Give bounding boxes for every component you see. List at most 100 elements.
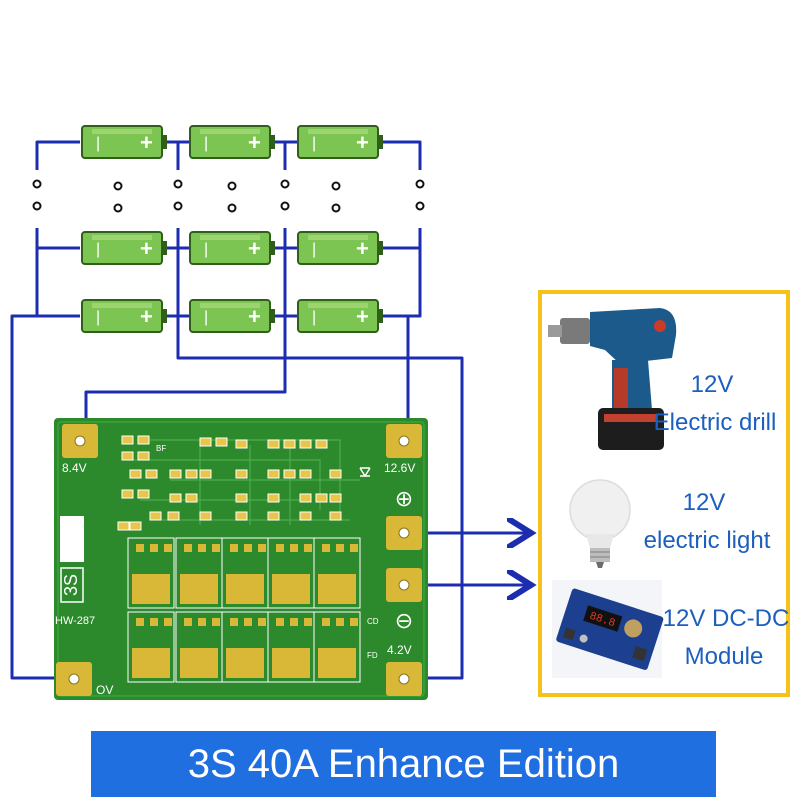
smd-component xyxy=(235,469,248,479)
smd-component xyxy=(137,489,150,499)
edition-banner: 3S 40A Enhance Edition xyxy=(91,731,716,797)
module-name: Module xyxy=(685,643,764,670)
mosfet-pin xyxy=(350,618,358,626)
mosfet-pad xyxy=(132,574,170,604)
battery-cell: |+ xyxy=(81,125,168,159)
pad-p-minus xyxy=(385,567,423,603)
smd-component xyxy=(283,469,296,479)
battery-minus-label: | xyxy=(312,241,316,258)
smd-component xyxy=(267,469,280,479)
mosfet-pin xyxy=(290,544,298,552)
diode-icon xyxy=(359,467,371,478)
light-name: electric light xyxy=(644,527,771,554)
dc-dc-module-icon: 88.8 xyxy=(552,580,664,678)
battery-minus-label: | xyxy=(96,135,100,152)
smd-component xyxy=(121,451,134,461)
board-model-label: HW-287 xyxy=(55,615,95,627)
cell-count-label: 3S xyxy=(61,574,81,596)
smd-component xyxy=(199,511,212,521)
mosfet-pin xyxy=(164,544,172,552)
battery-cell: |+ xyxy=(297,299,384,333)
mosfet-pin xyxy=(350,544,358,552)
mosfet-pin xyxy=(304,544,312,552)
mosfet-outline xyxy=(127,537,175,609)
pad-label-0v: OV xyxy=(96,683,113,697)
mosfet-pin xyxy=(258,618,266,626)
mosfet-outline xyxy=(313,537,361,609)
pad-label-12-6v: 12.6V xyxy=(384,461,415,475)
smd-component xyxy=(117,521,130,531)
mosfet-pin xyxy=(336,618,344,626)
mosfet-outline xyxy=(127,611,175,683)
mosfet-pad xyxy=(132,648,170,678)
mosfet-pin xyxy=(290,618,298,626)
smd-component xyxy=(185,493,198,503)
mosfet-pin xyxy=(150,544,158,552)
smd-component xyxy=(129,469,142,479)
pad-label-4-2v: 4.2V xyxy=(387,643,412,657)
mosfet-pin xyxy=(198,618,206,626)
battery-cell: |+ xyxy=(189,231,276,265)
mosfet-pin xyxy=(322,544,330,552)
silk-bf: BF xyxy=(156,444,166,453)
battery-minus-label: | xyxy=(204,135,208,152)
battery-plus-label: + xyxy=(248,304,261,329)
mosfet-pin xyxy=(258,544,266,552)
smd-component xyxy=(137,451,150,461)
smd-component xyxy=(299,439,312,449)
smd-component xyxy=(235,439,248,449)
mosfet-pin xyxy=(184,544,192,552)
drill-voltage: 12V xyxy=(691,371,734,398)
smd-component xyxy=(149,511,162,521)
switch-contacts xyxy=(32,179,425,213)
smd-component xyxy=(329,511,342,521)
mosfet-pin xyxy=(136,618,144,626)
battery-plus-label: + xyxy=(140,130,153,155)
battery-plus-label: + xyxy=(248,236,261,261)
battery-cell: |+ xyxy=(189,125,276,159)
battery-plus-label: + xyxy=(356,304,369,329)
mosfet-pin xyxy=(164,618,172,626)
mosfet-pin xyxy=(136,544,144,552)
mosfet-pin xyxy=(212,544,220,552)
mosfet-pin xyxy=(276,544,284,552)
plus-symbol: ⊕ xyxy=(395,486,413,511)
battery-plus-label: + xyxy=(356,236,369,261)
smd-component xyxy=(169,493,182,503)
drill-name: Electric drill xyxy=(654,409,777,436)
pad-p-plus xyxy=(385,515,423,551)
mosfet-pin xyxy=(276,618,284,626)
battery-minus-label: | xyxy=(204,309,208,326)
battery-plus-label: + xyxy=(356,130,369,155)
smd-component xyxy=(329,493,342,503)
mosfet-pad xyxy=(272,574,310,604)
mosfet-pin xyxy=(322,618,330,626)
battery-minus-label: | xyxy=(312,135,316,152)
smd-component xyxy=(185,469,198,479)
smd-component xyxy=(215,437,228,447)
mosfet-pin xyxy=(150,618,158,626)
battery-plus-label: + xyxy=(140,304,153,329)
pad-b1 xyxy=(61,423,99,459)
smd-component xyxy=(121,435,134,445)
battery-cell: |+ xyxy=(81,231,168,265)
battery-plus-label: + xyxy=(140,236,153,261)
smd-component xyxy=(199,469,212,479)
smd-component xyxy=(329,469,342,479)
mosfet-pin xyxy=(244,544,252,552)
mosfet-pad xyxy=(318,574,356,604)
mosfet-pin xyxy=(304,618,312,626)
mosfet-pad xyxy=(180,648,218,678)
mosfet-pin xyxy=(230,544,238,552)
mosfet-pin xyxy=(198,544,206,552)
silk-cd: CD xyxy=(367,617,379,626)
pad-b2 xyxy=(385,661,423,697)
mosfet-pin xyxy=(184,618,192,626)
edition-title: 3S 40A Enhance Edition xyxy=(187,741,620,786)
smd-component xyxy=(283,439,296,449)
battery-cell: |+ xyxy=(81,299,168,333)
smd-component xyxy=(145,469,158,479)
smd-component xyxy=(315,493,328,503)
battery-minus-label: | xyxy=(96,309,100,326)
